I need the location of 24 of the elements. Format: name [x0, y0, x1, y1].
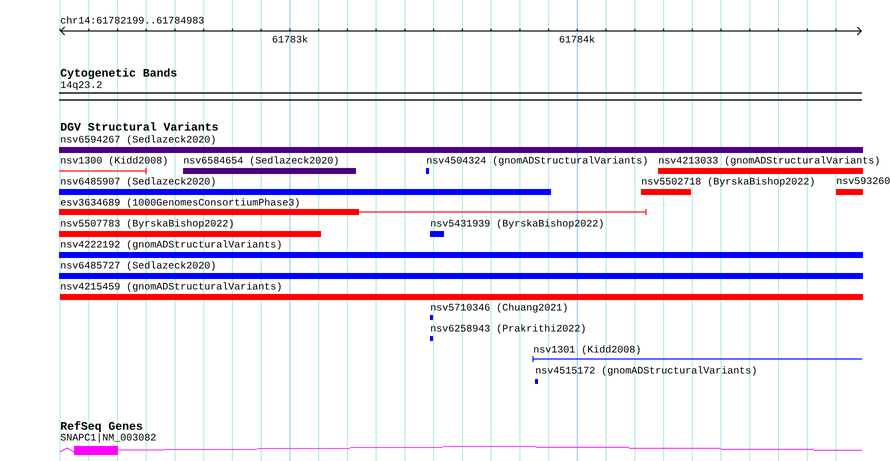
- feature-label: nsv1301 (Kidd2008): [534, 345, 640, 355]
- feature-label: esv3634689 (1000GenomesConsortiumPhase3): [60, 198, 299, 208]
- feature-label: nsv5710346 (Chuang2021): [431, 303, 567, 313]
- feature-label: nsv593260: [837, 177, 890, 184]
- feature-label: nsv6594267 (Sedlazeck2020): [61, 135, 215, 145]
- feature-label: nsv4222192 (gnomADStructuralVariants): [61, 240, 281, 250]
- band-label: 14q23.2: [61, 81, 102, 90]
- locus-label: chr14:61782199..61784983: [60, 16, 204, 24]
- feature-label: nsv5507783 (ByrskaBishop2022): [61, 219, 233, 229]
- tick-label: 61783k: [272, 35, 308, 43]
- feature-label: nsv5502718 (ByrskaBishop2022): [642, 177, 814, 187]
- feature-label: nsv6584654 (Sedlazeck2020): [184, 156, 338, 166]
- tick-label: 61784k: [560, 35, 594, 43]
- feature-label: nsv4515172 (gnomADStructuralVariants): [536, 366, 756, 376]
- feature-label: nsv6485727 (Sedlazeck2020): [61, 261, 215, 271]
- feature-label: nsv6485907 (Sedlazeck2020): [61, 177, 215, 187]
- feature-label: nsv1300 (Kidd2008): [61, 156, 167, 166]
- gene-label: SNAPC1|NM_003082: [60, 433, 156, 443]
- feature-label: nsv4213033 (gnomADStructuralVariants): [659, 156, 879, 166]
- feature-label: nsv4504324 (gnomADStructuralVariants): [427, 156, 647, 166]
- feature-label: nsv6258943 (Prakrithi2022): [431, 324, 585, 334]
- feature-label: nsv4215459 (gnomADStructuralVariants): [61, 282, 281, 292]
- track-title: DGV Structural Variants: [61, 122, 218, 131]
- feature-label: nsv5431939 (ByrskaBishop2022): [431, 219, 603, 229]
